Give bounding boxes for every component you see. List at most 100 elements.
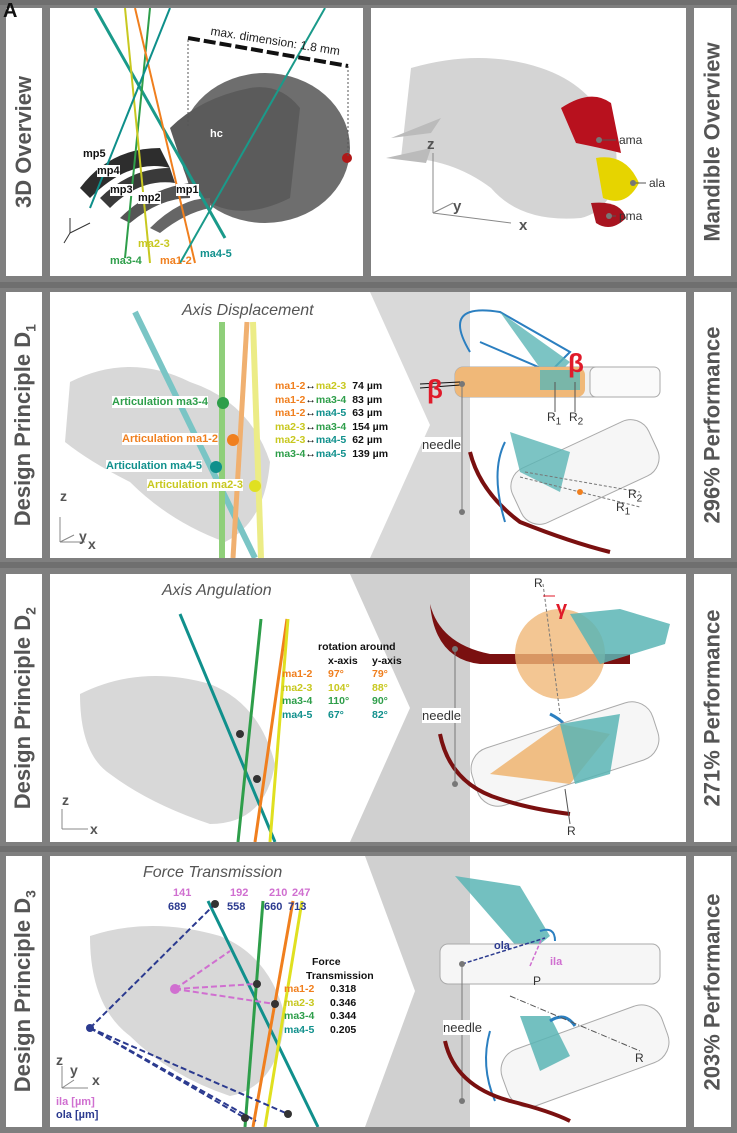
axis-displacement-drawing [59,292,661,558]
row3-left-tab: Design Principle D2 [6,574,42,842]
axis-x-label: x [519,217,528,234]
d1-axis-y: y [79,528,87,544]
p-label: P [533,974,542,988]
force-transmission-drawing [61,856,670,1127]
row3-left-label: Design Principle D2 [9,606,39,810]
ola-value-4: 713 [288,901,307,913]
force-transmission-panel: Force Transmission 141 192 210 247 689 5… [50,856,686,1127]
needle-label: needle [422,708,462,723]
beta-right-label: β [568,348,584,378]
needle-label: needle [422,437,462,452]
mp2-label: mp2 [138,192,161,204]
d3-axis-z: z [56,1052,63,1068]
row1-right-tab: Mandible Overview [694,8,731,276]
overview-3d-panel: max. dimension: 1.8 mm hc mp5 mp4 mp3 mp… [50,8,363,276]
ila-value-1: 141 [173,887,192,899]
row1-left-tab: 3D Overview [6,8,42,276]
r2-lower-label: R2 [628,487,643,505]
force-header-1: Force [312,956,341,968]
row4-right-label: 203% Performance [699,893,725,1090]
articulation-ma1-2-label: Articulation ma1-2 [122,433,218,445]
d1-axis-x: x [88,536,96,552]
ila-value-3: 210 [269,887,288,899]
force-header-2: Transmission [306,969,374,982]
r2-label: R2 [569,410,584,428]
row2-right-label: 296% Performance [699,326,725,524]
row4-left-label: Design Principle D3 [9,890,39,1093]
articulation-ma4-5-label: Articulation ma4-5 [106,460,202,472]
mp4-label: mp4 [97,165,120,177]
row1-left-label: 3D Overview [11,75,37,209]
mp1-label: mp1 [176,184,199,196]
d2-axis-z: z [62,792,69,808]
ila-label: ila [550,956,563,968]
ma3-4-label: ma3-4 [110,255,142,267]
row2-right-tab: 296% Performance [694,292,731,558]
mandible-overview-drawing [386,58,646,227]
r-label: R [635,1051,644,1065]
mp5-label: mp5 [83,148,106,160]
ola-value-3: 660 [264,901,283,913]
d2-axis-x: x [90,821,98,837]
axis-z-label: z [427,136,435,153]
ma1-2-label: ma1-2 [160,255,192,267]
row3-right-tab: 271% Performance [694,574,731,842]
figure-letter: A [3,0,18,22]
articulation-ma3-4-label: Articulation ma3-4 [112,396,208,408]
ma4-5-label: ma4-5 [200,248,232,260]
r-bottom-label: R [567,824,576,838]
force-transmission-title: Force Transmission [143,864,283,881]
legend-ila: ila [µm] [56,1096,95,1108]
legend-ola: ola [µm] [56,1109,99,1121]
mp3-label: mp3 [110,184,133,196]
angulation-header: rotation around [318,641,396,653]
axis-displacement-title: Axis Displacement [182,302,314,319]
row2-left-label: Design Principle D1 [9,323,39,527]
axis-angulation-drawing [61,574,670,842]
mandible-overview-panel: z y x ama ala pma [371,8,686,276]
needle-label: needle [443,1020,483,1035]
r1-lower-label: R1 [616,500,631,518]
ola-label: ola [494,940,510,952]
ola-value-2: 558 [227,901,246,913]
r1-label: R1 [547,410,562,428]
ala-label: ala [649,176,666,190]
ila-value-2: 192 [230,887,249,899]
row4-left-tab: Design Principle D3 [6,856,42,1127]
row3-right-label: 271% Performance [699,609,725,807]
d1-axis-z: z [60,488,67,504]
gamma-label: γ [556,598,568,620]
axis-displacement-panel: Axis Displacement Articulation ma3-4 Art… [50,292,686,558]
d3-axis-y: y [70,1062,78,1078]
hc-label: hc [210,128,223,140]
pma-label: pma [619,209,643,223]
beta-left-label: β [427,374,443,404]
r-top-label: R [534,576,543,590]
row2-left-tab: Design Principle D1 [6,292,42,558]
row4-right-tab: 203% Performance [694,856,731,1127]
axis-y-label: y [453,198,462,215]
ma2-3-label: ma2-3 [138,238,170,250]
articulation-ma2-3-label: Articulation ma2-3 [147,479,243,491]
row1-right-label: Mandible Overview [699,42,725,242]
ola-value-1: 689 [168,901,187,913]
ama-label: ama [619,133,643,147]
